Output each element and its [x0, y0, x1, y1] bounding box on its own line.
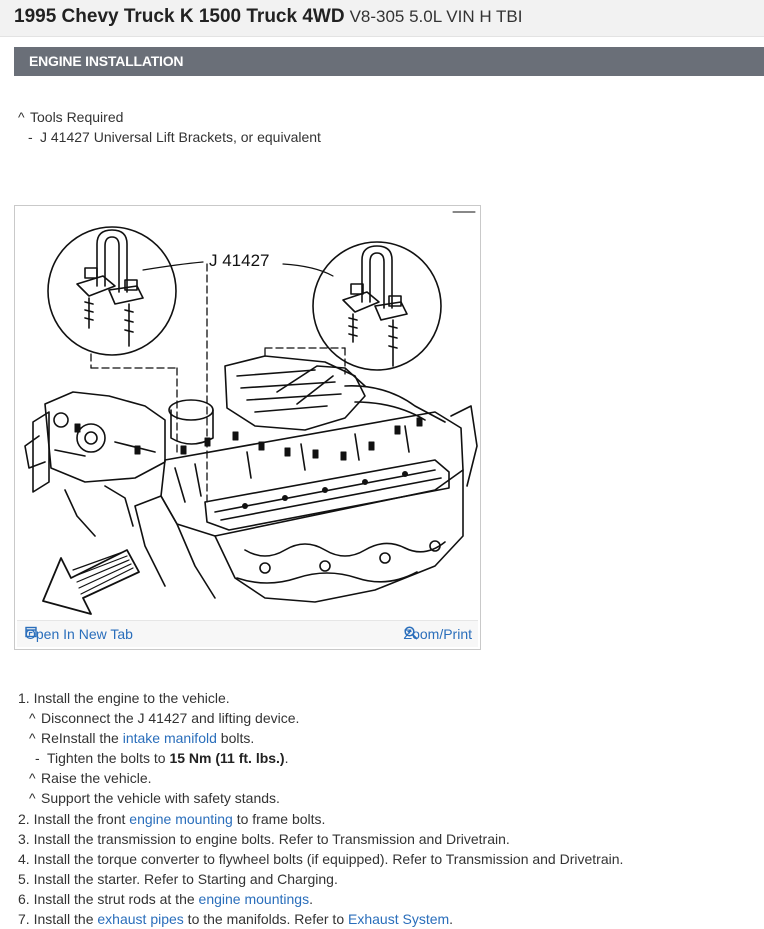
tools-item: J 41427 Universal Lift Brackets, or equi… — [40, 129, 321, 145]
step-1-sub-support: ^ Support the vehicle with safety stands. — [18, 788, 623, 808]
engine-mounting-link[interactable]: engine mounting — [129, 810, 233, 827]
engine-figure: J 41427 Open In New Tab Zoom/Print — [14, 205, 481, 650]
exhaust-pipes-link[interactable]: exhaust pipes — [97, 911, 184, 928]
step-5: 5. Install the starter. Refer to Startin… — [18, 870, 338, 887]
step-1-sub-support-text: Support the vehicle with safety stands. — [41, 790, 280, 807]
section-header: ENGINE INSTALLATION — [14, 47, 764, 76]
tools-heading-row: ^ Tools Required — [18, 107, 321, 127]
step-1-sub-tighten-text: Tighten the bolts to — [47, 750, 170, 767]
step-3: 3. Install the transmission to engine bo… — [18, 830, 510, 847]
engine-illustration — [24, 211, 478, 615]
step-6-text: 6. Install the strut rods at the — [18, 890, 199, 907]
tools-required: ^ Tools Required -J 41427 Universal Lift … — [18, 107, 321, 147]
step-2-suffix: to frame bolts. — [232, 810, 326, 827]
step-1-sub-raise-text: Raise the vehicle. — [41, 770, 152, 787]
open-in-new-tab-label: Open In New Tab — [25, 626, 133, 642]
caret-bullet: ^ — [29, 790, 36, 807]
figure-toolbar: Open In New Tab Zoom/Print — [17, 620, 478, 647]
step-2: 2. Install the front engine mounting to … — [18, 809, 623, 829]
installation-steps: 1. Install the engine to the vehicle. ^ D… — [18, 688, 623, 929]
new-tab-icon — [25, 626, 37, 638]
dash-bullet: - — [35, 750, 40, 767]
step-2-text: 2. Install the front — [18, 810, 130, 827]
step-7-text: 7. Install the — [18, 911, 98, 928]
open-in-new-tab-link[interactable]: Open In New Tab — [25, 626, 133, 642]
step-1: 1. Install the engine to the vehicle. — [18, 690, 230, 706]
intake-manifold-link[interactable]: intake manifold — [122, 730, 217, 747]
engine-mountings-link[interactable]: engine mountings — [198, 890, 310, 907]
caret-bullet: ^ — [29, 770, 36, 787]
step-1-sub-reinstall-suffix: bolts. — [216, 730, 255, 747]
step-1-sub-tighten-suffix: . — [284, 750, 289, 767]
torque-spec: 15 Nm (11 ft. lbs.) — [169, 750, 285, 767]
step-6: 6. Install the strut rods at the engine … — [18, 889, 623, 909]
exhaust-system-link[interactable]: Exhaust System — [348, 911, 450, 928]
step-1-sub-disconnect-text: Disconnect the J 41427 and lifting devic… — [41, 710, 300, 727]
step-7-suffix: . — [449, 911, 454, 928]
caret-bullet: ^ — [29, 710, 36, 727]
step-1-sub-disconnect: ^ Disconnect the J 41427 and lifting devi… — [18, 708, 623, 728]
vehicle-title: 1995 Chevy Truck K 1500 Truck 4WD — [14, 6, 345, 27]
step-1-sub-tighten: -Tighten the bolts to 15 Nm (11 ft. lbs.… — [18, 748, 623, 768]
dash-bullet: - — [28, 129, 33, 145]
zoom-icon — [403, 626, 418, 640]
step-1-sub-reinstall-text: ReInstall the — [41, 730, 123, 747]
step-7-mid: to the manifolds. Refer to — [183, 911, 348, 928]
tools-heading: Tools Required — [30, 109, 124, 125]
step-1-sub-raise: ^ Raise the vehicle. — [18, 768, 623, 788]
tools-item-row: -J 41427 Universal Lift Brackets, or equ… — [18, 127, 321, 147]
caret-bullet: ^ — [29, 730, 36, 747]
step-7: 7. Install the exhaust pipes to the mani… — [18, 909, 623, 929]
engine-subtitle: V8-305 5.0L VIN H TBI — [349, 7, 523, 26]
step-4: 4. Install the torque converter to flywh… — [18, 850, 624, 867]
figure-callout-label: J 41427 — [209, 251, 270, 270]
zoom-print-link[interactable]: Zoom/Print — [404, 626, 472, 642]
zoom-print-label: Zoom/Print — [403, 626, 472, 642]
step-1-sub-reinstall: ^ ReInstall the intake manifold bolts. — [18, 728, 623, 748]
caret-bullet: ^ — [18, 109, 25, 125]
step-6-suffix: . — [309, 890, 313, 907]
